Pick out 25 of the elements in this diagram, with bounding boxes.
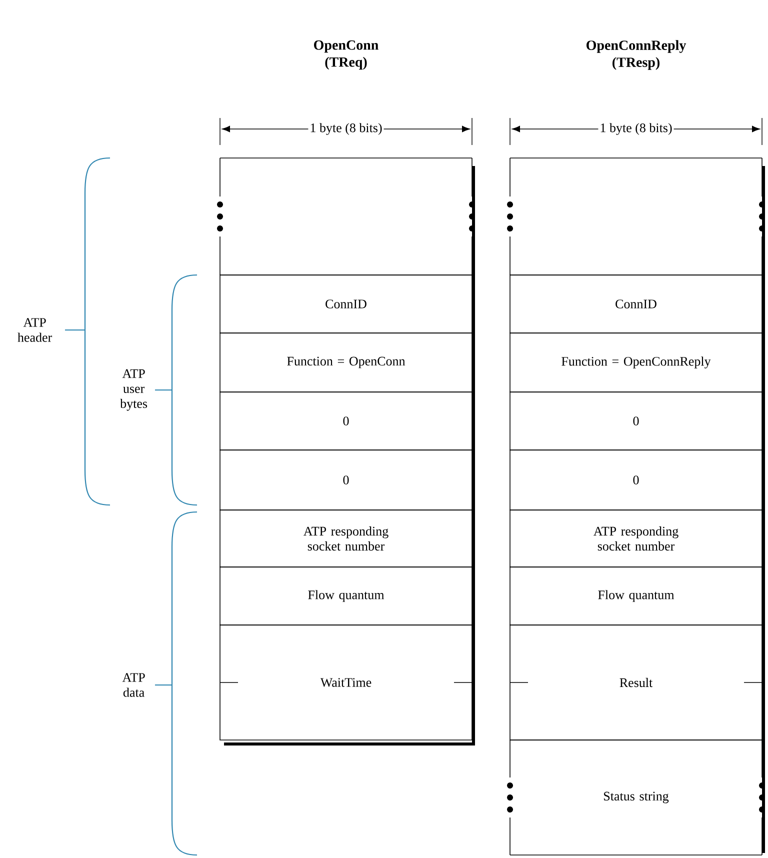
packet-field: Result	[510, 624, 762, 740]
packet-field: ATP responding socket number	[220, 510, 472, 568]
packet-field: Flow quantum	[220, 566, 472, 626]
truncated-field	[507, 158, 765, 276]
packet-field: Status string	[507, 740, 765, 856]
packet-field: Flow quantum	[510, 566, 762, 626]
packet-field: 0	[510, 450, 762, 510]
node-label: Status string	[604, 792, 669, 804]
packet-field: 0	[510, 392, 762, 450]
truncated-field	[217, 158, 475, 276]
bracket-label: ATP user bytes	[120, 369, 148, 411]
dimension-line: 1 byte (8 bits)	[510, 118, 762, 146]
bracket-label: ATP data	[122, 673, 145, 697]
packet-field: ConnID	[220, 274, 472, 334]
packet-field: ConnID	[510, 274, 762, 334]
packet-field: Function = OpenConnReply	[510, 332, 762, 392]
dimension-line: 1 byte (8 bits)	[220, 118, 472, 146]
packet-field: 0	[220, 392, 472, 450]
column-heading: OpenConnReply (TResp)	[586, 40, 686, 70]
packet-field: WaitTime	[220, 624, 472, 740]
bracket-label: ATP header	[18, 318, 52, 342]
packet-field: ATP responding socket number	[510, 510, 762, 568]
column-heading: OpenConn (TReq)	[314, 40, 378, 70]
packet-field: 0	[220, 450, 472, 510]
packet-field: Function = OpenConn	[220, 332, 472, 392]
